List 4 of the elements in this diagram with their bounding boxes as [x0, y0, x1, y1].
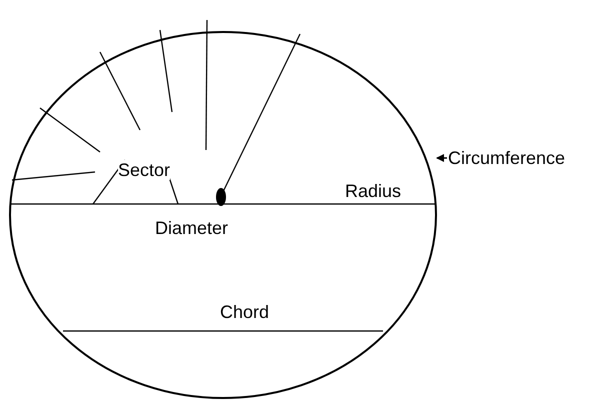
leader-arrow [436, 154, 447, 162]
sector-label: Sector [118, 160, 170, 180]
circumference-label: Circumference [448, 148, 566, 168]
circle-outline [9, 31, 437, 399]
